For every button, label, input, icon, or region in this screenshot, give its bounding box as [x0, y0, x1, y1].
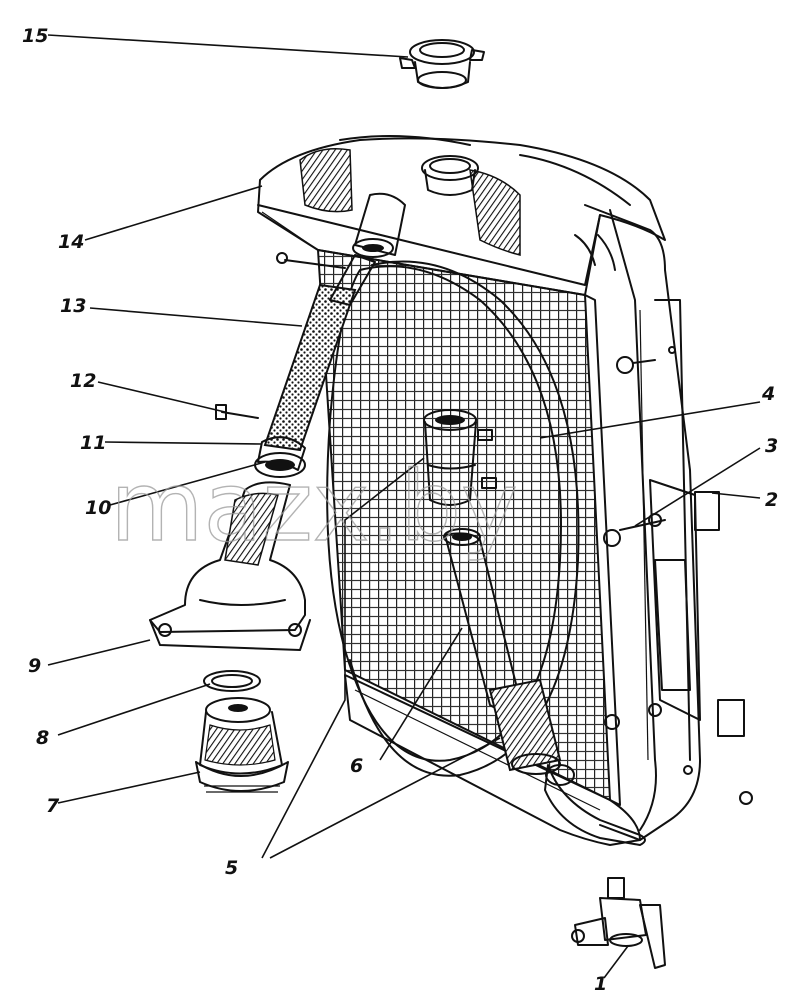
callout-4: 4	[761, 383, 775, 405]
callout-10: 10	[85, 497, 111, 519]
callout-3: 3	[765, 435, 778, 457]
watermark: mazx.by	[110, 451, 518, 563]
gasket-ring	[203, 670, 261, 692]
callout-9: 9	[28, 655, 41, 677]
callout-8: 8	[36, 727, 49, 749]
callout-2: 2	[765, 489, 778, 511]
upper-hose-assembly	[215, 252, 376, 478]
callout-7: 7	[46, 795, 60, 817]
thermostat-housing	[149, 481, 311, 651]
thermostat	[195, 697, 289, 793]
callout-1: 1	[594, 973, 607, 995]
callout-13: 13	[60, 295, 86, 317]
filler-cap	[399, 39, 485, 89]
callout-11: 11	[80, 432, 106, 454]
drain-cock	[571, 877, 666, 969]
callout-6: 6	[350, 755, 363, 777]
leader-lines	[47, 34, 761, 979]
callout-15: 15	[22, 25, 48, 47]
seal-ring	[326, 260, 580, 777]
callout-14: 14	[58, 231, 84, 253]
center-hoses	[423, 409, 562, 775]
callout-12: 12	[70, 370, 96, 392]
callout-5: 5	[225, 857, 238, 879]
callout-labels: 15 14 13 12 11 10 9 8 7 6 5 4 3 2 1	[22, 25, 778, 995]
radiator-assembly	[257, 135, 753, 846]
